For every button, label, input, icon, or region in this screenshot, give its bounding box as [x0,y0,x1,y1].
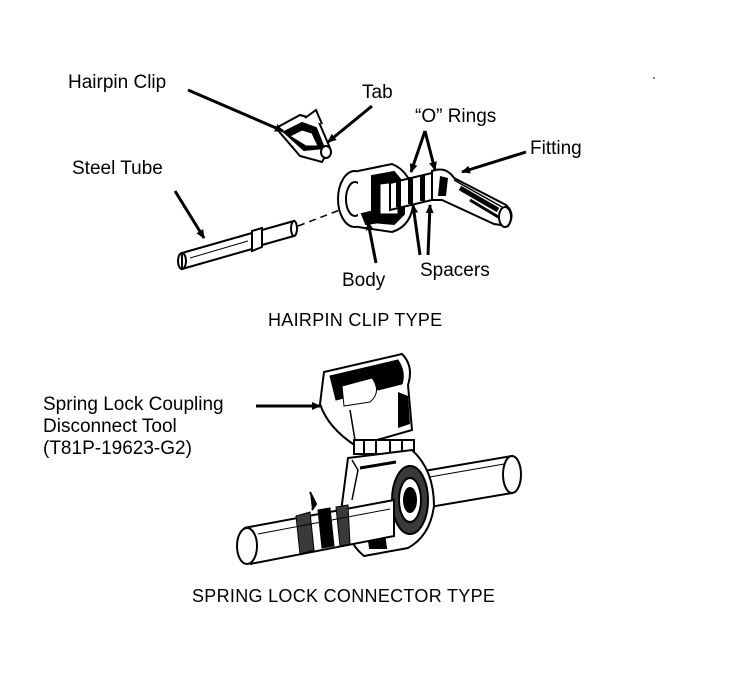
steel-tube-drawing [177,219,298,271]
label-tool-line1: Spring Lock Coupling [43,394,224,415]
label-steel-tube: Steel Tube [72,158,163,179]
caption-hairpin-clip-type: HAIRPIN CLIP TYPE [268,310,443,330]
label-spacers: Spacers [420,260,490,281]
front-tube-drawing [236,491,395,565]
label-tab: Tab [362,82,393,103]
hairpin-clip-assembly [173,88,527,271]
label-fitting: Fitting [530,138,582,159]
disconnect-tool-drawing [318,352,415,455]
scan-speck [653,77,655,79]
label-hairpin-clip: Hairpin Clip [68,72,167,93]
top-label-arrows [173,88,527,264]
label-tool-line3: (T81P-19623-G2) [43,438,192,459]
rear-tube-drawing [417,454,522,510]
label-o-rings: “O” Rings [415,106,497,127]
spring-lock-assembly [236,352,522,565]
fitting-drawing [389,168,513,228]
label-tool-line2: Disconnect Tool [43,416,177,437]
hairpin-clip-drawing [274,108,332,164]
caption-spring-lock-connector-type: SPRING LOCK CONNECTOR TYPE [192,586,496,606]
label-body: Body [342,270,386,291]
centre-line [297,207,346,227]
